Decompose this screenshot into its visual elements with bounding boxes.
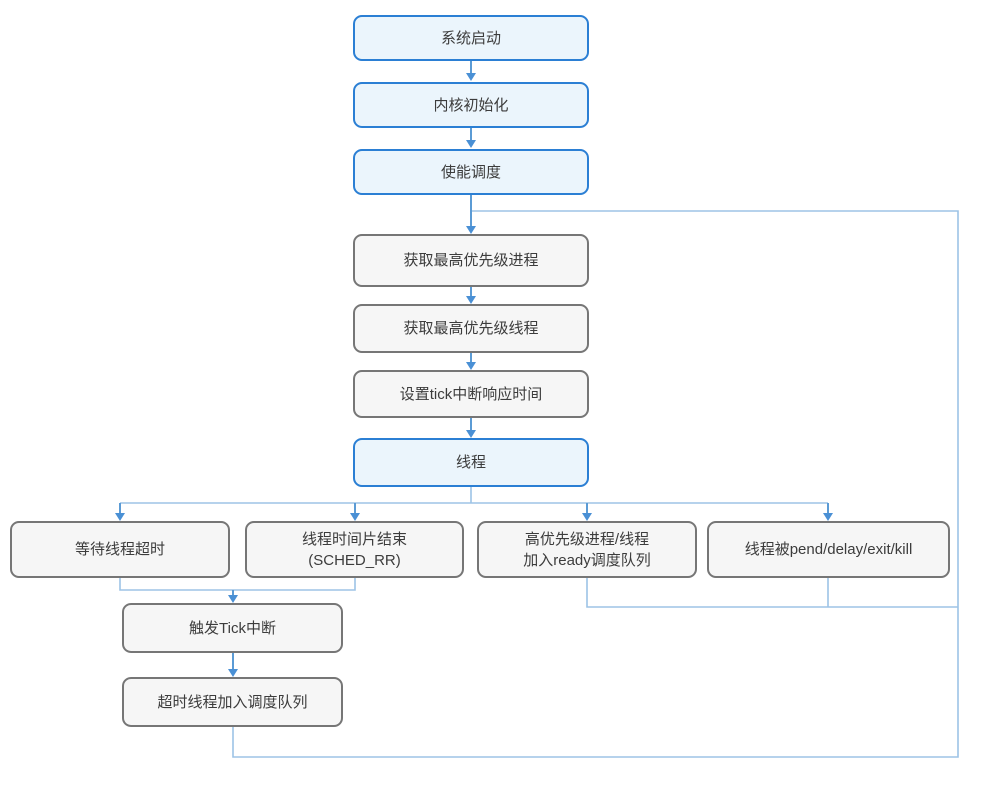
node-system-start-label: 系统启动 xyxy=(440,29,501,47)
right-join-line xyxy=(586,578,958,608)
arrowhead xyxy=(466,296,476,304)
arrowhead xyxy=(466,73,476,81)
node-set-tick-time-label: 设置tick中断响应时间 xyxy=(399,385,543,403)
arrowhead xyxy=(466,430,476,438)
node-timeslice-end: 线程时间片结束 (SCHED_RR) xyxy=(245,521,464,578)
arrowhead xyxy=(228,669,238,677)
connector-left-join xyxy=(119,578,356,603)
feedback-loop-line xyxy=(232,210,959,758)
node-timeslice-end-label-line2: (SCHED_RR) xyxy=(308,551,401,569)
arrowhead xyxy=(823,513,833,521)
node-set-tick-time: 设置tick中断响应时间 xyxy=(353,370,589,418)
node-thread-label: 线程 xyxy=(455,454,486,471)
node-enable-sched: 使能调度 xyxy=(353,149,589,195)
connector-feedback-loop xyxy=(232,210,959,758)
node-timeout-to-queue: 超时线程加入调度队列 xyxy=(122,677,343,727)
node-system-start: 系统启动 xyxy=(353,15,589,61)
node-get-top-process-label: 获取最高优先级进程 xyxy=(403,252,539,269)
connector-right-join xyxy=(586,578,958,608)
arrowhead xyxy=(466,362,476,370)
node-get-top-process: 获取最高优先级进程 xyxy=(353,234,589,287)
node-tick-interrupt-label: 触发Tick中断 xyxy=(189,619,276,637)
arrowhead xyxy=(115,513,125,521)
connector-tick-to-timeout xyxy=(228,653,238,677)
node-high-prio-ready-label-line2: 加入ready调度队列 xyxy=(523,551,651,569)
node-thread: 线程 xyxy=(353,438,589,487)
arrowhead xyxy=(350,513,360,521)
connector-branch-bar xyxy=(115,487,833,521)
arrowhead xyxy=(466,226,476,234)
node-kernel-init-label: 内核初始化 xyxy=(433,96,509,114)
node-kernel-init: 内核初始化 xyxy=(353,82,589,128)
node-timeslice-end-label-line1: 线程时间片结束 xyxy=(301,530,407,548)
connector-main-chain xyxy=(466,61,476,438)
arrowhead xyxy=(582,513,592,521)
node-wait-timeout-label: 等待线程超时 xyxy=(74,541,165,558)
node-thread-pend-label: 线程被pend/delay/exit/kill xyxy=(744,541,913,558)
node-thread-pend: 线程被pend/delay/exit/kill xyxy=(707,521,950,578)
node-high-prio-ready: 高优先级进程/线程 加入ready调度队列 xyxy=(477,521,697,578)
node-tick-interrupt: 触发Tick中断 xyxy=(122,603,343,653)
node-timeout-to-queue-label: 超时线程加入调度队列 xyxy=(157,693,308,711)
arrowhead xyxy=(228,595,238,603)
node-high-prio-ready-label-line1: 高优先级进程/线程 xyxy=(524,530,650,548)
node-get-top-thread: 获取最高优先级线程 xyxy=(353,304,589,353)
left-join-line xyxy=(119,578,356,591)
node-enable-sched-label: 使能调度 xyxy=(440,163,501,181)
arrowhead xyxy=(466,140,476,148)
node-wait-timeout: 等待线程超时 xyxy=(10,521,230,578)
node-get-top-thread-label: 获取最高优先级线程 xyxy=(403,320,539,337)
